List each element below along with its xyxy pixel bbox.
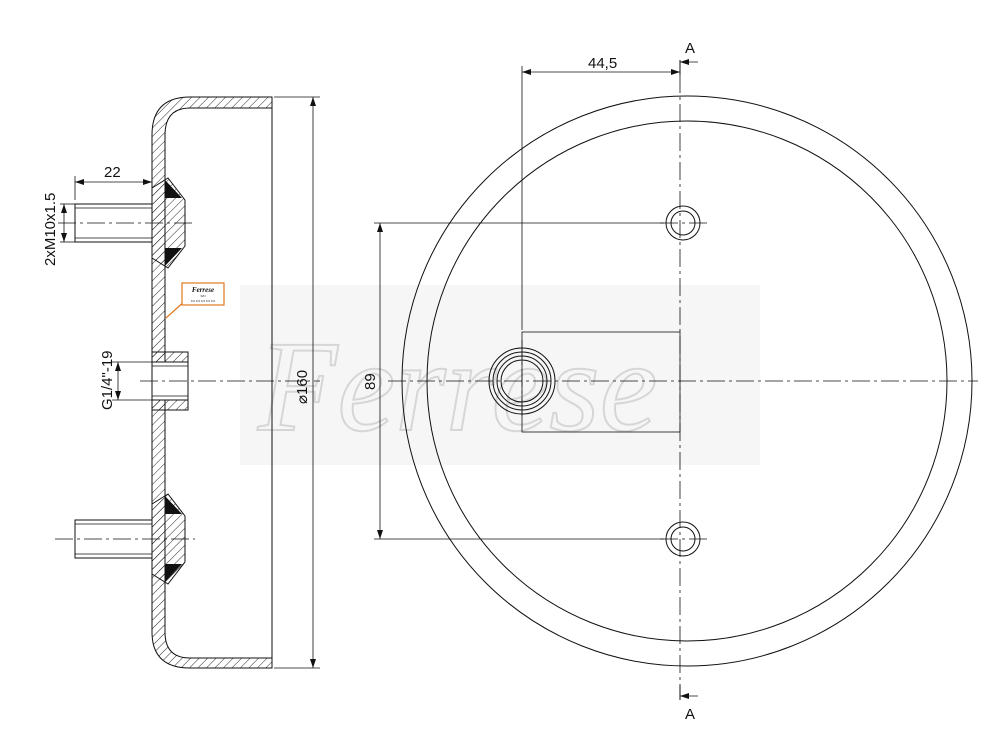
lower-bolt-stud [74,493,186,585]
dimension-bolt-spacing: 89 [362,222,664,540]
watermark-text: Ferrese [257,315,657,459]
dimension-bolt-spacing-label: 89 [362,373,379,390]
dimension-offset: 44,5 [521,55,680,330]
central-fitting-front [488,347,556,415]
dimension-pipe-thread-label: G1/4"-19 [99,350,116,410]
logo-label: Ferrese S/N 0 0 0 0 0 0 0 0 0 0 [165,282,225,319]
dimension-bolt-thread-label: 2xM10x1.5 [42,193,59,266]
lower-bolt-hole [660,521,710,557]
logo-brand: Ferrese [192,286,214,294]
front-view: 44,5 89 A A [362,40,978,723]
side-view: 22 2xM10x1.5 G1/4"-19 ⌀160 [42,96,320,669]
dimension-pipe-thread: G1/4"-19 [99,350,152,410]
section-label-bottom: A [685,706,695,723]
logo-frame [181,282,225,306]
watermark-background [240,285,760,465]
logo-line1: S/N [200,294,205,298]
dimension-diameter-label: ⌀160 [294,370,311,404]
dimension-22-label: 22 [104,164,121,181]
section-rectangle [521,331,681,433]
dimension-22: 22 [74,164,153,200]
dimension-bolt-thread: 2xM10x1.5 [42,193,75,266]
section-marker-top: A [679,40,698,75]
section-label-top: A [685,40,695,57]
upper-bolt-hole [660,205,710,241]
dimension-diameter: ⌀160 [274,96,320,669]
dimension-offset-label: 44,5 [588,55,617,72]
logo-line2: 0 0 0 0 0 0 0 0 0 0 [191,299,216,303]
section-marker-bottom: A [679,685,698,723]
